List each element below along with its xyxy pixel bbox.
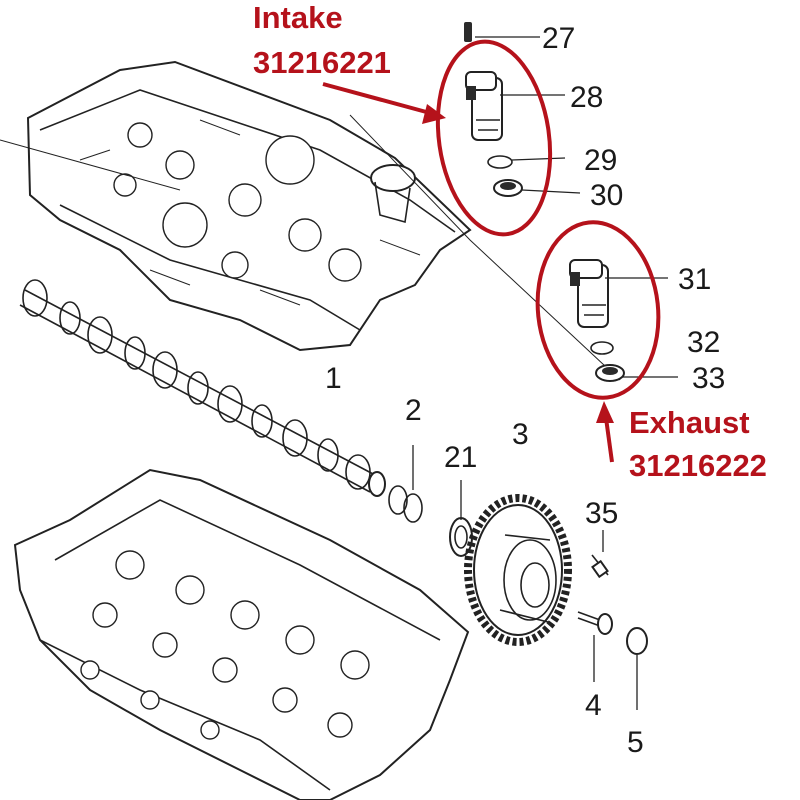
camshaft-gear <box>464 494 572 646</box>
part-label-35: 35 <box>585 497 618 530</box>
intake-highlight-oval <box>435 39 553 237</box>
cylinder-head <box>13 468 470 800</box>
seal-rings <box>388 485 423 523</box>
exhaust-solenoid-assembly <box>569 259 625 382</box>
cover-plug <box>626 627 648 655</box>
intake-part-number: 31216221 <box>253 45 391 80</box>
part-label-27: 27 <box>542 22 575 55</box>
part-label-33: 33 <box>692 362 725 395</box>
intake-arrow <box>322 82 446 124</box>
exhaust-title: Exhaust <box>629 405 750 440</box>
part-label-3: 3 <box>512 418 529 451</box>
intake-title: Intake <box>253 0 343 35</box>
part-label-2: 2 <box>405 394 422 427</box>
part-label-29: 29 <box>584 144 617 177</box>
part-label-30: 30 <box>590 179 623 212</box>
part-label-4: 4 <box>585 689 602 722</box>
part-label-5: 5 <box>627 726 644 759</box>
camshaft <box>19 279 386 497</box>
exhaust-highlight-oval <box>535 220 661 400</box>
exhaust-arrow <box>596 401 614 463</box>
part-label-1: 1 <box>325 362 342 395</box>
camshaft-cover-housing <box>26 60 472 352</box>
locating-pin <box>591 554 609 579</box>
part-label-28: 28 <box>570 81 603 114</box>
intake-solenoid-assembly <box>464 22 523 197</box>
part-label-32: 32 <box>687 326 720 359</box>
gear-bolt <box>577 611 613 635</box>
part-label-31: 31 <box>678 263 711 296</box>
part-label-21: 21 <box>444 441 477 474</box>
reference-line <box>0 114 621 381</box>
exhaust-part-number: 31216222 <box>629 448 767 483</box>
leader-lines <box>412 36 678 710</box>
